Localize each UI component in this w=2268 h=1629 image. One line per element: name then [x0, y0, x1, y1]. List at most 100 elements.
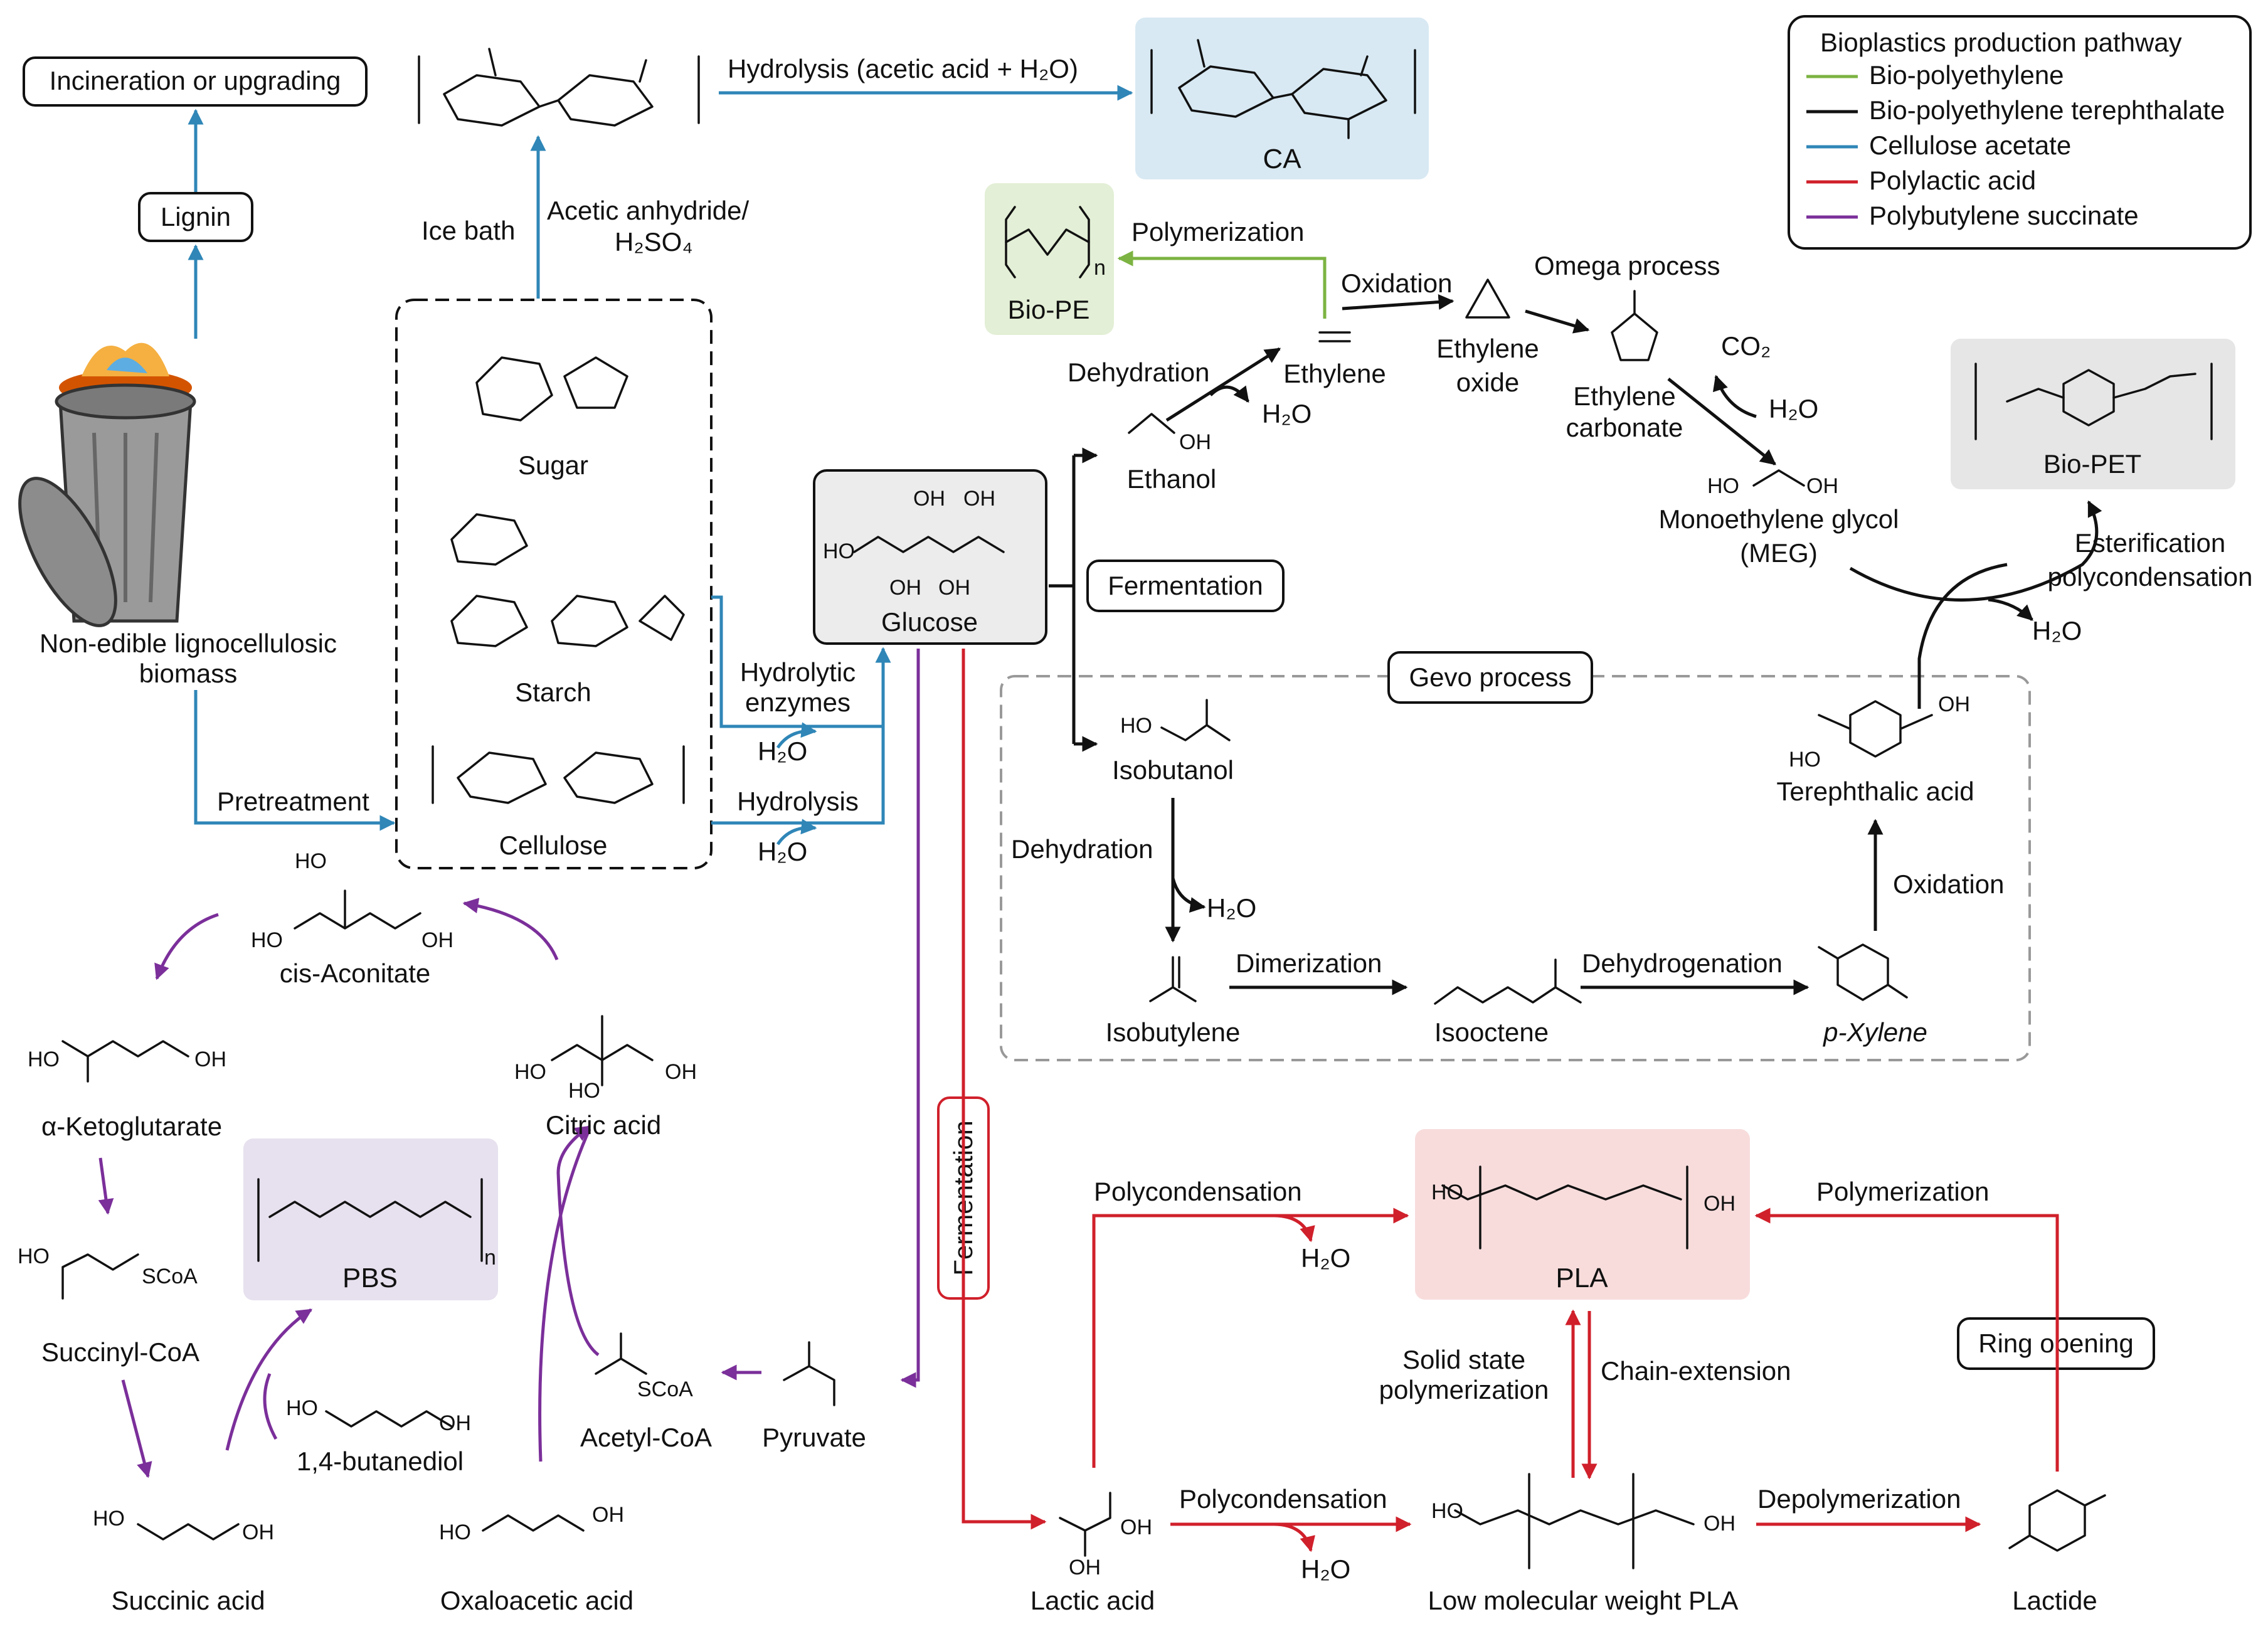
ca-label: CA — [1263, 144, 1301, 174]
ethylene-oxide-label-1: Ethylene — [1436, 334, 1539, 363]
svg-text:OH: OH — [913, 487, 945, 511]
svg-text:OH: OH — [1704, 1512, 1735, 1536]
cellulose-acetate-sulfate-structure — [418, 48, 700, 127]
starch-label: Starch — [515, 677, 591, 707]
ice-bath-label: Ice bath — [421, 216, 515, 245]
pretreatment-label: Pretreatment — [217, 787, 369, 816]
ethylene-carbonate-structure — [1611, 290, 1658, 361]
ss-polymerization-label-1: Solid state — [1402, 1345, 1525, 1374]
terephthalic-acid-label: Terephthalic acid — [1776, 777, 1974, 806]
water-label-hydrolysis: H₂O — [758, 837, 807, 866]
svg-text:HO: HO — [18, 1244, 50, 1268]
water-label-gevo: H₂O — [1207, 893, 1256, 923]
svg-text:OH: OH — [889, 576, 921, 600]
cis-aconitate-structure — [294, 889, 421, 930]
svg-text:n: n — [1094, 256, 1106, 280]
acetic-anhydride-label-2: H₂SO₄ — [615, 227, 692, 257]
polymerization-label-pla: Polymerization — [1816, 1177, 1989, 1206]
svg-text:OH: OH — [1179, 430, 1211, 454]
ss-polymerization-label-2: polymerization — [1379, 1375, 1549, 1404]
hydrolysis-label: Hydrolysis — [737, 787, 859, 816]
gevo-label: Gevo process — [1409, 662, 1571, 692]
ethylene-label: Ethylene — [1283, 359, 1386, 388]
bio-pet-label: Bio-PET — [2043, 449, 2141, 479]
trash-can-icon — [18, 342, 196, 627]
water-label-polycond-1: H₂O — [1301, 1243, 1350, 1273]
pbs-box — [243, 1138, 498, 1300]
meg-label-1: Monoethylene glycol — [1659, 504, 1899, 534]
svg-text:HO: HO — [28, 1048, 60, 1071]
svg-text:OH: OH — [1120, 1515, 1152, 1539]
svg-text:SCoA: SCoA — [637, 1377, 693, 1401]
succinyl-coa-structure — [61, 1253, 139, 1300]
svg-text:OH: OH — [665, 1060, 697, 1084]
chain-extension-label: Chain-extension — [1601, 1356, 1791, 1386]
svg-text:HO: HO — [251, 928, 283, 952]
isobutanol-label: Isobutanol — [1112, 755, 1234, 785]
ethanol-structure — [1128, 413, 1175, 434]
water-label-pet: H₂O — [2032, 616, 2082, 645]
isooctene-structure — [1434, 958, 1582, 1005]
biomass-label-2: biomass — [139, 659, 237, 688]
polymerization-label-pe: Polymerization — [1131, 217, 1304, 247]
lignin-node — [138, 192, 253, 242]
bio-pet-structure — [1974, 363, 2213, 440]
pyruvate-label: Pyruvate — [762, 1423, 866, 1452]
cellulose-label: Cellulose — [499, 830, 608, 860]
water-label-omega: H₂O — [1769, 394, 1818, 423]
ethylene-carbonate-label-2: carbonate — [1566, 413, 1683, 442]
isobutanol-structure — [1160, 699, 1231, 741]
cis-aconitate-label: cis-Aconitate — [280, 958, 430, 988]
isooctene-label: Isooctene — [1434, 1017, 1549, 1047]
pyruvate-structure — [783, 1341, 835, 1406]
svg-text:OH: OH — [242, 1520, 274, 1544]
lignin-label: Lignin — [161, 202, 231, 231]
polycondensation-label-2: Polycondensation — [1179, 1484, 1387, 1514]
svg-text:OH: OH — [938, 576, 970, 600]
esterification-label-1: Esterification — [2075, 528, 2225, 558]
starch-structure — [450, 513, 685, 647]
svg-text:SCoA: SCoA — [142, 1265, 198, 1288]
incineration-node — [23, 56, 368, 107]
ca-structure — [1150, 39, 1416, 139]
gevo-node — [1387, 651, 1593, 704]
sugar-label: Sugar — [518, 450, 588, 480]
oxidation-label-1: Oxidation — [1341, 268, 1452, 298]
succinic-acid-label: Succinic acid — [111, 1586, 265, 1615]
glucose-box — [813, 469, 1047, 645]
low-mw-pla-structure: HO OH — [1431, 1473, 1735, 1569]
svg-text:HO: HO — [93, 1507, 125, 1531]
ethylene-oxide-label-2: oxide — [1456, 368, 1519, 397]
lactide-label: Lactide — [2012, 1586, 2097, 1615]
bio-pe-box — [985, 183, 1114, 335]
svg-text:OH: OH — [1069, 1556, 1101, 1579]
cellulose-structure — [432, 745, 685, 804]
a-ketoglutarate-structure — [61, 1040, 189, 1083]
hydrolysis-acetic-label: Hydrolysis (acetic acid + H₂O) — [728, 54, 1078, 83]
co2-label: CO₂ — [1721, 331, 1771, 361]
fermentation-label-1: Fermentation — [1108, 571, 1263, 600]
butanediol-label: 1,4-butanediol — [297, 1446, 464, 1476]
meg-structure — [1752, 469, 1805, 487]
ethylene-carbonate-label-1: Ethylene — [1573, 381, 1675, 411]
pbs-structure — [257, 1178, 483, 1262]
polycondensation-label-1: Polycondensation — [1094, 1177, 1302, 1206]
svg-text:HO: HO — [295, 849, 327, 873]
succinic-acid-structure — [137, 1523, 240, 1541]
svg-text:HO: HO — [514, 1060, 546, 1084]
svg-text:HO: HO — [439, 1520, 471, 1544]
citric-acid-structure — [551, 1015, 654, 1086]
water-label-dehydration: H₂O — [1262, 399, 1312, 428]
legend-item-label: Bio-polyethylene terephthalate — [1869, 95, 2225, 125]
p-xylene-structure — [1818, 943, 1908, 1001]
legend-item-label: Cellulose acetate — [1869, 130, 2071, 160]
dehydrogenation-label: Dehydrogenation — [1582, 948, 1783, 978]
incineration-label: Incineration or upgrading — [50, 66, 341, 95]
water-label-polycond-2: H₂O — [1301, 1554, 1350, 1584]
oxaloacetic-acid-structure — [482, 1514, 585, 1532]
pbs-label: PBS — [342, 1263, 398, 1293]
bio-pe-structure: n — [1005, 206, 1106, 280]
ethylene-oxide-structure — [1465, 279, 1510, 319]
svg-text:OH: OH — [1704, 1192, 1735, 1216]
